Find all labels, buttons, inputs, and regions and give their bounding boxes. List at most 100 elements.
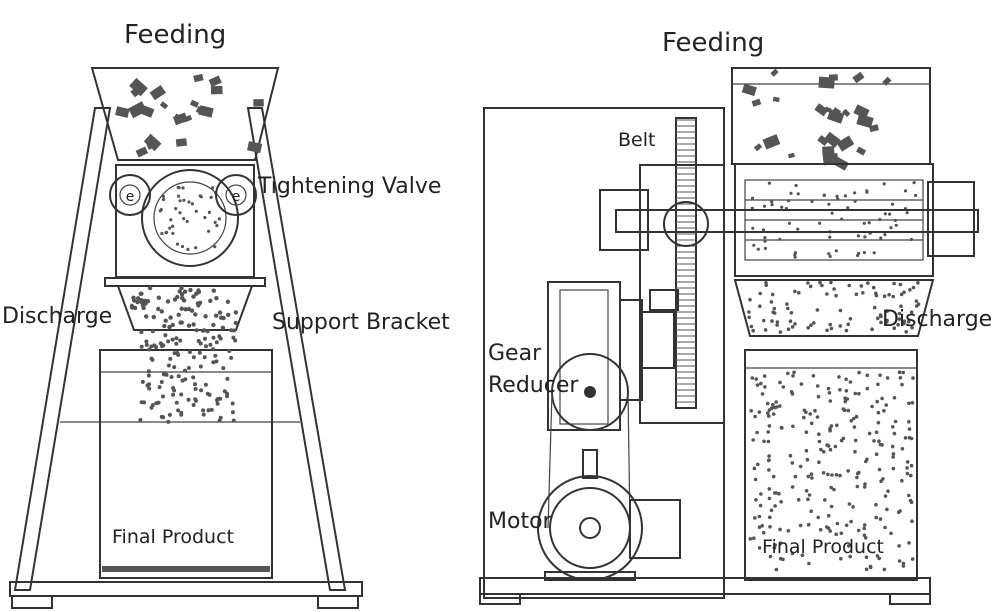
granule-dot [789, 191, 793, 195]
granule-dot [225, 376, 230, 381]
granule-dot [879, 236, 883, 240]
granule-dot [885, 376, 890, 380]
granule-dot [755, 430, 759, 435]
granule-dot [808, 412, 812, 416]
granule-dot [199, 388, 204, 393]
granule-dot [914, 299, 919, 303]
granule-dot [762, 204, 767, 208]
granule-dot [800, 553, 805, 557]
granule-dot [907, 401, 911, 406]
granule-dot [159, 309, 164, 314]
granule-dot [847, 502, 852, 506]
granule-dot [751, 438, 755, 442]
granule-dot [862, 533, 867, 538]
granule-dot [794, 183, 798, 188]
granule-dot [759, 492, 763, 496]
granule-dot [222, 389, 227, 394]
granule-dot [877, 556, 881, 561]
granule-dot [861, 291, 865, 295]
granule-dot [857, 391, 861, 396]
granule-dot [827, 252, 831, 256]
granule-dot [815, 308, 820, 312]
granule-dot [211, 360, 216, 365]
granule-dot [138, 418, 143, 422]
granule-dot [161, 197, 166, 202]
granule-dot [220, 325, 226, 330]
granule-dot [904, 330, 908, 334]
granule-dot [233, 338, 238, 343]
granule-dot [182, 217, 186, 221]
granule-dot [177, 186, 181, 190]
granule-dot [902, 319, 907, 324]
granule-dot [753, 516, 757, 520]
granule-dot [881, 477, 885, 481]
material-flake [193, 73, 204, 83]
granule-dot [884, 403, 888, 407]
granule-dot [864, 555, 869, 559]
granule-dot [752, 243, 756, 247]
granule-dot [828, 529, 832, 533]
material-flake [836, 135, 855, 152]
granule-dot [876, 382, 880, 387]
granule-dot [844, 377, 848, 382]
granule-dot [233, 310, 239, 315]
granule-dot [756, 462, 760, 467]
granule-dot [841, 407, 846, 411]
granule-dot [790, 551, 795, 556]
granule-dot [897, 317, 902, 321]
right-product-granules [748, 370, 915, 572]
granule-dot [882, 294, 887, 299]
granule-dot [877, 467, 882, 472]
granule-dot [897, 544, 901, 548]
granule-dot [230, 410, 235, 415]
granule-dot [843, 399, 848, 404]
granule-dot [198, 341, 203, 346]
granule-dot [213, 245, 217, 249]
granule-dot [763, 246, 768, 250]
granule-dot [853, 438, 858, 443]
granule-dot [770, 292, 775, 297]
material-flake [247, 141, 263, 154]
granule-dot [766, 439, 771, 444]
granule-dot [747, 310, 751, 314]
granule-dot [207, 229, 211, 233]
granule-dot [827, 391, 832, 395]
granule-dot [763, 385, 767, 389]
material-flake [842, 108, 851, 118]
granule-dot [193, 312, 198, 317]
granule-dot [862, 523, 867, 527]
granule-dot [898, 282, 903, 287]
granule-dot [901, 561, 906, 566]
granule-dot [911, 285, 916, 290]
granule-dot [775, 320, 780, 324]
right-feeding-label: Feeding [662, 28, 765, 58]
granule-dot [193, 387, 198, 391]
right-roller-drum [599, 163, 979, 277]
granule-dot [170, 322, 175, 328]
right-discharge-label: Discharge [882, 307, 993, 332]
granule-dot [902, 290, 906, 295]
granule-dot [138, 291, 143, 296]
granule-dot [807, 561, 811, 566]
granule-dot [914, 304, 919, 308]
granule-dot [157, 385, 162, 390]
granule-dot [210, 186, 215, 190]
granule-dot [871, 285, 876, 290]
granule-dot [176, 352, 181, 357]
granule-dot [771, 474, 776, 479]
granule-dot [875, 554, 880, 558]
granule-dot [907, 420, 911, 424]
granule-dot [883, 525, 887, 530]
granule-dot [914, 193, 918, 198]
granule-dot [830, 211, 834, 215]
granule-dot [806, 326, 810, 330]
granule-dot [796, 192, 800, 196]
granule-dot [790, 461, 795, 465]
granule-dot [161, 194, 165, 198]
granule-dot [891, 294, 895, 299]
granule-dot [818, 221, 822, 225]
granule-dot [197, 350, 202, 355]
granule-dot [809, 509, 813, 514]
granule-dot [786, 327, 791, 332]
granule-dot [765, 401, 770, 406]
